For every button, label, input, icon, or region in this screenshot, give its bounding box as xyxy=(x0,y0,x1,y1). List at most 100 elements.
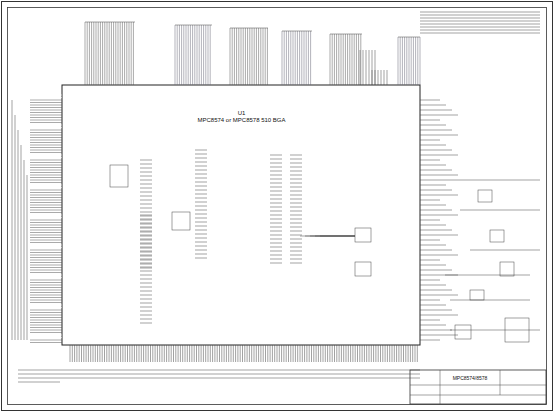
wire xyxy=(104,22,105,85)
wire xyxy=(136,345,137,362)
wire xyxy=(95,345,96,362)
wire xyxy=(420,235,458,236)
wire xyxy=(290,187,302,188)
wire xyxy=(76,345,77,362)
wire xyxy=(198,345,199,362)
wire xyxy=(396,345,397,362)
wire xyxy=(118,22,119,85)
wire xyxy=(290,345,291,362)
wire xyxy=(109,22,110,85)
wire xyxy=(140,180,152,181)
wire xyxy=(405,345,406,362)
wire xyxy=(364,345,365,362)
wire xyxy=(420,185,446,186)
wire xyxy=(140,235,152,236)
wire xyxy=(270,235,282,236)
wire xyxy=(420,260,440,261)
wire xyxy=(173,345,174,362)
wire xyxy=(140,311,152,312)
wire xyxy=(420,190,452,191)
wire xyxy=(30,105,62,106)
wire xyxy=(140,299,152,300)
wire xyxy=(175,345,176,362)
wire xyxy=(420,21,540,22)
wire xyxy=(179,25,180,85)
wire xyxy=(420,33,540,34)
wire xyxy=(134,345,135,362)
wire xyxy=(290,179,302,180)
wire xyxy=(30,172,62,173)
wire xyxy=(389,345,390,362)
wire xyxy=(30,227,62,228)
wire xyxy=(263,28,264,85)
wire xyxy=(384,70,385,85)
wire xyxy=(336,34,337,85)
wire xyxy=(420,205,446,206)
wire xyxy=(140,243,152,244)
wire xyxy=(420,15,540,16)
wire xyxy=(30,297,62,298)
wire xyxy=(195,238,207,239)
wire xyxy=(140,192,152,193)
wire xyxy=(339,345,340,362)
wire xyxy=(129,345,130,362)
wire xyxy=(30,280,62,281)
wire xyxy=(420,130,452,131)
wire xyxy=(420,245,446,246)
wire xyxy=(97,345,98,362)
wire xyxy=(420,27,540,28)
wire xyxy=(256,28,257,85)
wire xyxy=(140,172,152,173)
wire xyxy=(125,345,126,362)
wire xyxy=(195,166,207,167)
wire xyxy=(420,30,540,31)
wire xyxy=(420,270,452,271)
wire xyxy=(18,378,420,379)
wire xyxy=(30,310,62,311)
wire xyxy=(343,345,344,362)
wire xyxy=(30,317,62,318)
wire xyxy=(318,345,319,362)
wire xyxy=(140,319,152,320)
wire xyxy=(245,28,246,85)
wire xyxy=(230,28,268,29)
wire xyxy=(420,115,458,116)
component-symbol xyxy=(505,318,529,342)
wire xyxy=(140,240,152,241)
wire xyxy=(140,176,152,177)
wire xyxy=(398,345,399,362)
wire xyxy=(85,22,135,23)
wire xyxy=(420,295,458,296)
wire xyxy=(420,150,452,151)
wire xyxy=(375,345,376,362)
component-symbol xyxy=(110,165,128,187)
wire xyxy=(378,70,379,85)
wire xyxy=(139,345,140,362)
wire xyxy=(30,255,62,256)
wire xyxy=(30,272,62,273)
wire xyxy=(299,31,300,85)
wire xyxy=(226,345,227,362)
wire xyxy=(104,345,105,362)
wire xyxy=(358,34,359,85)
wire xyxy=(290,31,291,85)
wire xyxy=(109,345,110,362)
wire xyxy=(208,25,209,85)
wire xyxy=(27,175,28,340)
wire xyxy=(420,335,458,336)
wire xyxy=(195,234,207,235)
wire xyxy=(380,345,381,362)
wire xyxy=(129,22,130,85)
wire xyxy=(140,215,152,216)
wire xyxy=(140,228,152,229)
wire xyxy=(290,231,302,232)
wire xyxy=(330,34,362,35)
wire xyxy=(140,295,152,296)
wire xyxy=(420,105,446,106)
wire xyxy=(420,160,440,161)
wire xyxy=(30,175,62,176)
wire xyxy=(30,155,62,156)
part-designator: U1 xyxy=(195,110,288,117)
wire xyxy=(181,25,182,85)
wire xyxy=(404,37,405,85)
